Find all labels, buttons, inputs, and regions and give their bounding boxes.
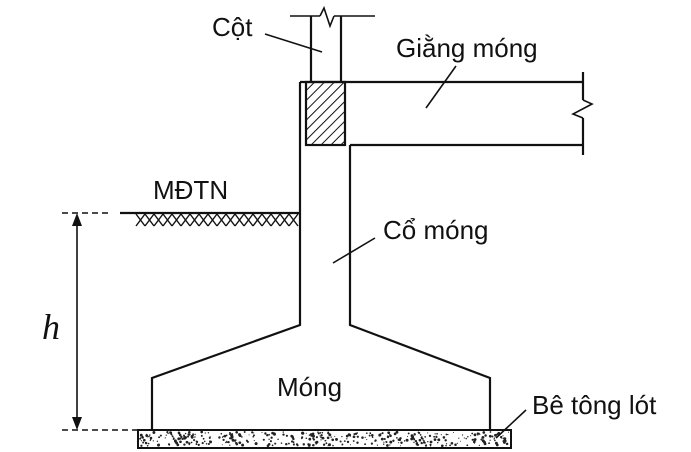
column-section bbox=[304, 80, 347, 147]
column-label: Cột bbox=[212, 12, 253, 42]
ground-line bbox=[62, 211, 300, 227]
leader-lines bbox=[264, 33, 527, 439]
column bbox=[290, 5, 375, 82]
footing-label: Móng bbox=[277, 372, 342, 402]
lean-concrete-layer bbox=[137, 429, 512, 449]
neck-label: Cổ móng bbox=[383, 215, 489, 245]
depth-dimension bbox=[62, 213, 138, 431]
footing-outline bbox=[150, 82, 492, 430]
lean-concrete-label: Bê tông lót bbox=[532, 390, 657, 420]
natural-ground-label: MĐTN bbox=[153, 175, 228, 205]
tie-beam-label: Giằng móng bbox=[396, 33, 538, 63]
tie-beam bbox=[300, 72, 594, 155]
depth-label: h bbox=[42, 307, 60, 347]
